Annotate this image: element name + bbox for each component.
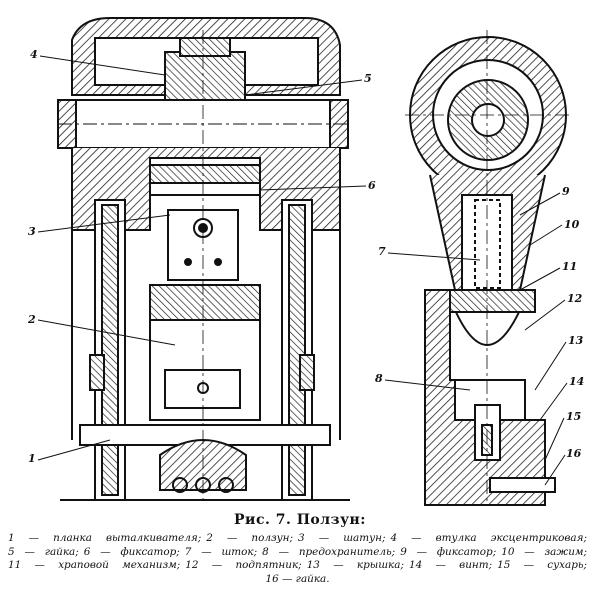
connecting-rod [167, 209, 239, 281]
callout-3: 3 [28, 225, 36, 238]
legend-entry: 4 — втулка эксцентриковая; [390, 532, 588, 544]
callout-labels: 4 5 6 3 2 1 9 10 7 11 12 13 8 14 15 16 [27, 48, 584, 465]
callout-15: 15 [566, 410, 581, 423]
legend-entry: 8 — предохранитель; [262, 545, 396, 558]
callout-13: 13 [568, 334, 584, 347]
figure-caption: Рис. 7. Ползун: 1 — планка выталкивателя… [8, 512, 592, 586]
legend-entry: 9 — фиксатор; [400, 545, 497, 558]
legend-entry: 3 — шатун; [298, 532, 386, 544]
callout-5: 5 [364, 72, 372, 85]
slider-assembly-drawing: 4 5 6 3 2 1 9 10 7 11 12 13 8 14 15 16 [27, 17, 584, 506]
front-section-view [57, 17, 350, 505]
caption-title: Рис. 7. Ползун: [234, 512, 366, 528]
legend-entry: 6 — фиксатор; [83, 545, 180, 558]
legend-entry: 14 — винт; [408, 559, 493, 571]
callout-6: 6 [368, 179, 376, 192]
legend-entry: 15 — сухарь; [497, 559, 588, 571]
leader-lines [37, 55, 568, 486]
side-section-view [405, 30, 570, 506]
legend-line: 11 — храповой механизм; 12 — подпятник; 13… [8, 559, 592, 573]
legend-entry: 5 — гайка; [8, 545, 79, 558]
callout-8: 8 [375, 372, 383, 385]
callout-14: 14 [569, 375, 584, 388]
callout-11: 11 [562, 260, 577, 273]
caption-legend: 1 — планка выталкивателя; 2 — ползун; 3 — … [8, 532, 592, 586]
legend-entry: 7 — шток; [184, 545, 258, 558]
legend-entry: 1 — планка выталкивателя; [8, 532, 202, 544]
legend-line: 16 — гайка. [8, 573, 592, 587]
legend-entry: 13 — крышка; [306, 559, 404, 571]
legend-line: 1 — планка выталкивателя; 2 — ползун; 3 — … [8, 532, 592, 546]
legend-line: 5 — гайка; 6 — фиксатор; 7 — шток; 8 — пред… [8, 546, 592, 560]
legend-entry: 12 — подпятник; [185, 559, 302, 571]
callout-1: 1 [28, 452, 36, 465]
callout-4: 4 [30, 48, 38, 61]
legend-entry: 16 — гайка. [265, 572, 330, 585]
callout-9: 9 [562, 185, 570, 198]
callout-10: 10 [564, 218, 580, 231]
legend-entry: 2 — ползун; [206, 532, 294, 544]
callout-2: 2 [27, 313, 36, 326]
callout-7: 7 [378, 245, 386, 258]
callout-16: 16 [566, 447, 582, 460]
legend-entry: 11 — храповой механизм; [8, 559, 181, 571]
legend-entry: 10 — зажим; [501, 545, 587, 558]
callout-12: 12 [567, 292, 583, 305]
